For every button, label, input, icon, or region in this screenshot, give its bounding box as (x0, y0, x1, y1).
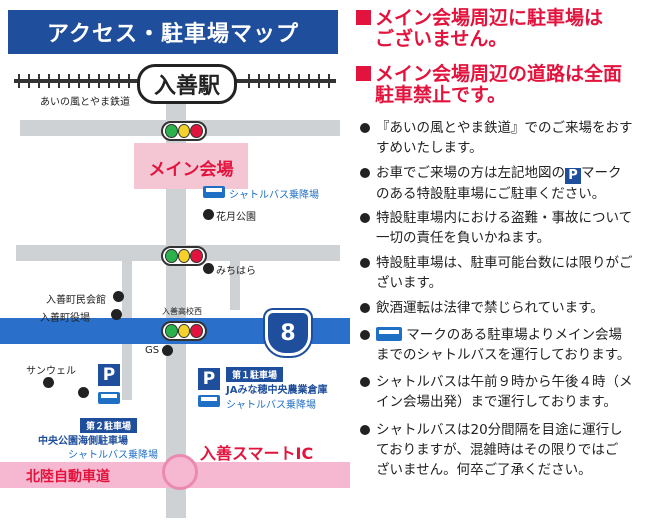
landmark-dot (78, 387, 89, 398)
note-item: 特設駐車場内における盗難・事故について一切の責任を負いかねます。 (360, 208, 654, 248)
red-square-icon (356, 66, 371, 81)
landmark-dot (203, 263, 214, 274)
note-line: 一切の責任を負いかねます。 (376, 230, 551, 246)
warning-heading-2: メイン会場周辺の道路は全面 駐車禁止です。 (356, 64, 622, 106)
bullet-icon (360, 213, 370, 223)
sanwell-label: サンウェル (26, 366, 76, 377)
shuttle-bus-icon (198, 395, 220, 407)
gs-label: GS (145, 345, 160, 356)
bullet-icon (360, 303, 370, 313)
note-line: 飲酒運転は法律で禁じられています。 (376, 300, 604, 316)
bullet-icon (360, 330, 370, 340)
note-line: のある特設駐車場にご駐車ください。 (376, 186, 606, 202)
smart-ic-label: 入善スマートIC (200, 444, 314, 463)
note-line: マーク (581, 165, 622, 181)
railway-label: あいの風とやま鉄道 (40, 97, 130, 108)
high-school-label: 入善高校西 (162, 307, 202, 316)
note-line: までのシャトルバスを運行しております。 (376, 347, 631, 363)
access-map: アクセス・駐車場マップ 入善駅 あいの風とやま鉄道 メイン会場 シャトルバス乗降… (0, 10, 350, 518)
traffic-signal-icon (161, 246, 207, 266)
bullet-icon (360, 123, 370, 133)
parking-2-tag: 第２駐車場 (80, 418, 138, 433)
landmark-dot (162, 345, 173, 356)
main-venue-area (134, 143, 248, 189)
main-venue-shuttle-label: シャトルバス乗降場 (229, 190, 319, 201)
warning-heading-1: メイン会場周辺に駐車場は ございません。 (356, 8, 603, 50)
route-8-shield: 8 (265, 310, 311, 356)
map-title: アクセス・駐車場マップ (8, 10, 338, 54)
note-line: ておりますが、混雑時はその限りではご (376, 442, 619, 458)
parking-2-p-icon: P (98, 364, 120, 386)
note-item: シャトルバスは20分間隔を目途に運行しておりますが、混雑時はその限りではございま… (360, 420, 654, 480)
landmark-dot (113, 291, 124, 302)
road-lower-vertical (230, 260, 240, 310)
bullet-icon (360, 377, 370, 387)
shuttle-bus-icon (376, 327, 402, 341)
note-item: マークのある駐車場よりメイン会場までのシャトルバスを運行しております。 (360, 325, 654, 365)
community-hall-label: 入善町民会館 (46, 295, 106, 306)
note-line: シャトルバスは20分間隔を目途に運行し (376, 422, 623, 438)
note-item: 飲酒運転は法律で禁じられています。 (360, 298, 654, 318)
red-square-icon (356, 10, 371, 25)
shuttle-bus-icon (203, 186, 225, 198)
smart-ic-circle (162, 454, 198, 490)
bullet-icon (360, 258, 370, 268)
main-venue-label: メイン会場 (148, 160, 234, 180)
note-item: シャトルバスは午前９時から午後４時（メイン会場出発）まで運行しております。 (360, 372, 654, 412)
parking-p-icon: P (565, 168, 581, 184)
note-line: お車でご来場の方は左記地図の (376, 165, 565, 181)
note-line: ざいません。何卒ご了承ください。 (376, 462, 592, 478)
expressway-label: 北陸自動車道 (26, 469, 110, 485)
note-line: 特設駐車場内における盗難・事故について (376, 210, 633, 226)
bullet-icon (360, 168, 370, 178)
hanazuki-park-label: 花月公園 (216, 212, 256, 223)
parking-2-name: 中央公園海側駐車場 (38, 436, 128, 447)
parking-1-p-icon: P (198, 368, 220, 390)
shuttle-bus-icon (98, 392, 120, 404)
note-item: 『あいの風とやま鉄道』でのご来場をおすすめいたします。 (360, 118, 654, 158)
parking-2-shuttle: シャトルバス乗降場 (68, 450, 158, 461)
note-line: 特設駐車場は、駐車可能台数には限りがご (376, 255, 633, 271)
heading-2-line-2: 駐車禁止です。 (375, 84, 507, 106)
note-line: シャトルバスは午前９時から午後４時（メ (376, 374, 633, 390)
note-line: ざいます。 (376, 275, 443, 291)
heading-1-line-1: メイン会場周辺に駐車場は (375, 7, 604, 29)
bullet-icon (360, 425, 370, 435)
notes-panel: メイン会場周辺に駐車場は ございません。 メイン会場周辺の道路は全面 駐車禁止で… (356, 0, 656, 523)
heading-2-line-1: メイン会場周辺の道路は全面 (375, 63, 623, 85)
note-line: マークのある駐車場よりメイン会場 (406, 327, 623, 343)
landmark-dot (111, 309, 122, 320)
traffic-signal-icon (161, 121, 207, 141)
note-line: 『あいの風とやま鉄道』でのご来場をおす (376, 120, 633, 136)
parking-1-name: JAみな穂中央農業倉庫 (226, 385, 328, 396)
landmark-dot (43, 377, 54, 388)
heading-1-line-2: ございません。 (375, 28, 508, 50)
parking-1-shuttle: シャトルバス乗降場 (226, 400, 316, 411)
note-line: イン会場出発）まで運行しております。 (376, 394, 617, 410)
station-label: 入善駅 (137, 64, 237, 104)
note-line: すめいたします。 (376, 140, 483, 156)
note-item: 特設駐車場は、駐車可能台数には限りがございます。 (360, 253, 654, 293)
traffic-signal-icon (161, 321, 207, 341)
landmark-dot (203, 209, 214, 220)
main-street-vertical (166, 98, 186, 518)
michihara-label: みちはら (216, 266, 256, 277)
parking-1-tag: 第１駐車場 (226, 367, 284, 382)
town-office-label: 入善町役場 (40, 313, 90, 324)
